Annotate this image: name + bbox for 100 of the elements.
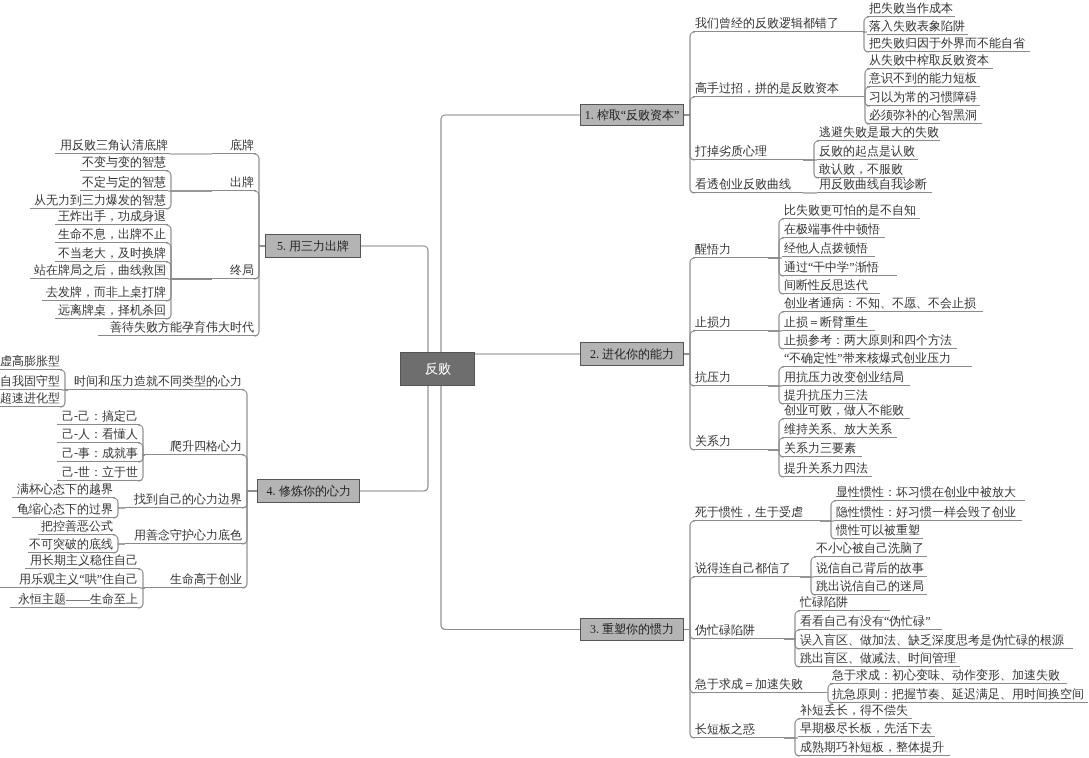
subtopic-label: 善待失败方能孕育伟大时代 [98, 319, 256, 336]
subtopic-label: 把失败当作成本 [867, 0, 955, 17]
connector-line [165, 278, 213, 320]
connector-line [137, 454, 146, 482]
connector-line [783, 737, 801, 757]
subtopic-label: 提升关系力四法 [782, 460, 872, 477]
subtopic-label: 满杯心态下的越界 [12, 481, 115, 498]
subtopic-label: 找到自己的心力边界 [125, 491, 244, 508]
connector-line [799, 576, 817, 596]
subtopic-label: 落入失败表象陷阱 [867, 18, 968, 35]
subtopic-label: 止损力 [693, 314, 768, 331]
subtopic-label: 提升抗压力三法 [782, 387, 872, 404]
subtopic-label: 急于求成＝加速失败 [693, 676, 828, 693]
connector-line [802, 192, 818, 194]
subtopic-label: 打掉劣质心理 [693, 143, 803, 160]
subtopic-label: 维持关系、放大关系 [782, 421, 897, 438]
connector-line [827, 683, 834, 694]
subtopic-label: 时间和压力造就不同类型的心力 [68, 373, 244, 390]
subtopic-label: 从无力到三力爆发的智慧 [30, 192, 168, 209]
subtopic-label: 爬升四格心力 [145, 438, 244, 455]
connector-line [827, 692, 834, 704]
connector-line [440, 114, 581, 353]
subtopic-label: 关系力 [693, 433, 768, 450]
subtopic-label: 补短丢长，得不偿失 [798, 702, 912, 719]
subtopic-label: 虚高膨胀型 [0, 353, 62, 370]
subtopic-label: 醒悟力 [693, 241, 768, 258]
subtopic-label: 抗压力 [693, 369, 768, 386]
subtopic-label: 显性惯性：坏习惯在创业中被放大 [834, 484, 1025, 501]
subtopic-label: 不变与变的智慧 [80, 154, 168, 171]
subtopic-label: 误入盲区、做加法、缺乏深度思考是伪忙碌的根源 [798, 632, 1073, 649]
connector-line [165, 190, 213, 210]
subtopic-label: 经他人点拨顿悟 [782, 240, 875, 257]
subtopic-label: 急于求成：初心变味、动作变形、加速失败 [830, 667, 1067, 684]
subtopic-label: 关系力三要素 [782, 440, 862, 457]
subtopic-label: 站在牌局之后，曲线救国 [30, 262, 168, 279]
subtopic-label: 己-人：看懂人 [57, 426, 140, 443]
subtopic-label: 间断性反思迭代 [782, 277, 880, 294]
connector-line [864, 86, 871, 98]
subtopic-label: 抗急原则：把握节奏、延迟满足、用时间换空间 [830, 686, 1088, 703]
subtopic-label: 早期极尽长板，先活下去 [798, 720, 935, 737]
connector-line [683, 353, 696, 451]
subtopic-label: 在极端事件中顿悟 [782, 221, 885, 238]
connector-line [767, 449, 785, 478]
subtopic-label: 看透创业反败曲线 [693, 176, 803, 193]
subtopic-label: 敢认败，不服败 [817, 161, 905, 178]
subtopic-label: 隐性惯性：好习惯一样会毁了创业 [834, 504, 1022, 521]
subtopic-label: 创业可败，做人不能败 [782, 402, 910, 419]
connector-line [767, 385, 785, 405]
subtopic-label: 己-己：搞定己 [57, 408, 140, 425]
subtopic-label: 超速进化型 [0, 390, 62, 407]
subtopic-label: 跳出盲区、做减法、时间管理 [798, 650, 960, 667]
subtopic-label: 看看自己有没有“伪忙碌” [798, 613, 942, 630]
subtopic-label: 从失败中榨取反败资本 [867, 52, 993, 69]
subtopic-label: 忙碌陷阱 [798, 594, 890, 611]
connector-line [862, 31, 870, 53]
subtopic-label: 不可突破的底线 [28, 536, 115, 553]
subtopic-label: 用乐观主义“哄”住自己 [0, 571, 140, 588]
topic-box: 3. 重塑你的惯力 [580, 618, 684, 641]
subtopic-label: 不当老大，及时换牌 [55, 245, 168, 262]
subtopic-label: 死于惯性，生于受虐 [693, 504, 820, 521]
connector-line [241, 490, 258, 589]
subtopic-label: 创业者通病：不知、不愿、不会止损 [782, 295, 983, 312]
subtopic-label: 反败的起点是认败 [817, 143, 918, 160]
connector-line [169, 153, 213, 155]
subtopic-label: 用善念守护心力底色 [125, 527, 244, 544]
subtopic-label: 龟缩心态下的过界 [12, 501, 115, 518]
subtopic-label: 出牌 [212, 174, 256, 191]
subtopic-label: 自我固守型 [0, 373, 62, 390]
subtopic-label: 意识不到的能力短板 [867, 70, 980, 87]
subtopic-label: 我们曾经的反败逻辑都错了 [693, 15, 863, 32]
subtopic-label: 通过“干中学”渐悟 [782, 259, 897, 276]
connector-line [783, 638, 801, 668]
connector-line [862, 31, 868, 33]
subtopic-label: 不定与定的智慧 [80, 174, 168, 191]
connector-line [474, 353, 581, 355]
subtopic-label: “不确定性”带来核爆式创业压力 [782, 350, 972, 367]
connector-line [59, 369, 69, 391]
subtopic-label: 用长期主义稳住自己 [25, 552, 140, 569]
connector-line [359, 385, 429, 492]
subtopic-label: 把失败归因于外界而不能自省 [867, 35, 1030, 52]
connector-line [112, 507, 126, 519]
subtopic-label: 止损参考：两大原则和四个方法 [782, 332, 957, 349]
subtopic-label: 伪忙碌陷阱 [693, 622, 784, 639]
subtopic-label: 己-世：立于世 [57, 464, 140, 481]
subtopic-label: 用抗压力改变创业结局 [782, 369, 910, 386]
topic-box: 2. 进化你的能力 [580, 342, 684, 366]
subtopic-label: 永恒主题——生命至上 [10, 591, 140, 608]
connector-line [440, 385, 581, 631]
connector-line [683, 114, 696, 194]
subtopic-label: 比失败更可怕的是不自知 [782, 202, 920, 219]
connector-line [137, 568, 146, 589]
subtopic-label: 底牌 [212, 137, 256, 154]
subtopic-label: 必须弥补的心智黑洞 [867, 107, 982, 124]
connector-line [137, 587, 146, 609]
connector-line [767, 330, 785, 350]
subtopic-label: 用反败曲线自我诊断 [817, 176, 932, 193]
connector-line [819, 520, 837, 540]
subtopic-label: 把控善恶公式 [38, 518, 115, 535]
subtopic-label: 王炸出手，功成身退 [55, 208, 168, 225]
topic-box: 1. 榨取“反败资本” [580, 104, 684, 126]
